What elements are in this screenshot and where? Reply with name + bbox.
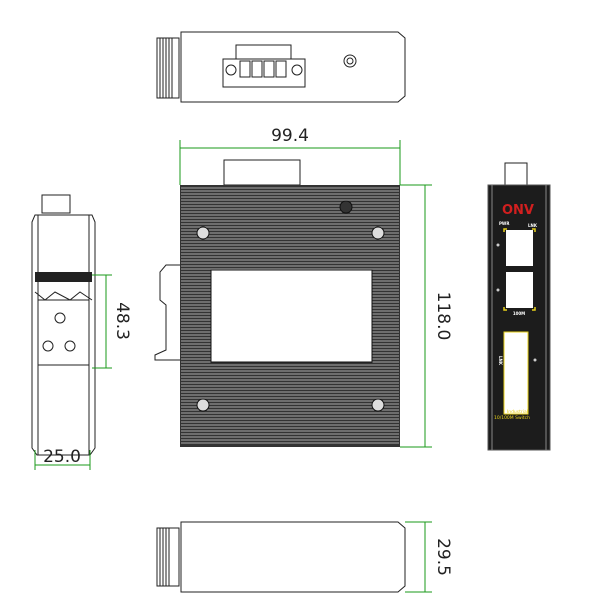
depth-dimension: 29.5 xyxy=(433,538,453,576)
din-clip xyxy=(154,264,180,361)
rj45-port-1 xyxy=(506,230,533,266)
top-view xyxy=(156,31,406,103)
ground-screw xyxy=(343,54,357,68)
fiber-label: LNK xyxy=(498,356,503,366)
pwr-label: PWR xyxy=(499,221,509,226)
product-line-2: 10/100M Switch xyxy=(494,415,530,421)
main-view: 99.4 118.0 xyxy=(154,126,453,448)
label-window xyxy=(210,269,373,363)
width-dimension: 99.4 xyxy=(271,126,309,146)
speed-label: 100M xyxy=(513,311,525,316)
brand-logo: ONV xyxy=(502,203,534,218)
connector xyxy=(223,159,301,186)
front-panel-view: ONV PWR LNK 100M LNK Industrial 10/100M … xyxy=(487,162,551,451)
lnk-label: LNK xyxy=(528,223,538,228)
din-dimension: 48.3 xyxy=(112,302,132,340)
fiber-port xyxy=(503,331,529,415)
side-width-dimension: 25.0 xyxy=(43,447,81,467)
end-cap xyxy=(156,37,180,99)
terminal-block xyxy=(222,58,306,88)
side-view: 48.3 25.0 xyxy=(31,194,132,470)
product-line-1: Industrial xyxy=(507,409,528,415)
bottom-view: 29.5 xyxy=(156,521,453,593)
rj45-port-2 xyxy=(506,272,533,308)
height-dimension: 118.0 xyxy=(433,292,453,341)
